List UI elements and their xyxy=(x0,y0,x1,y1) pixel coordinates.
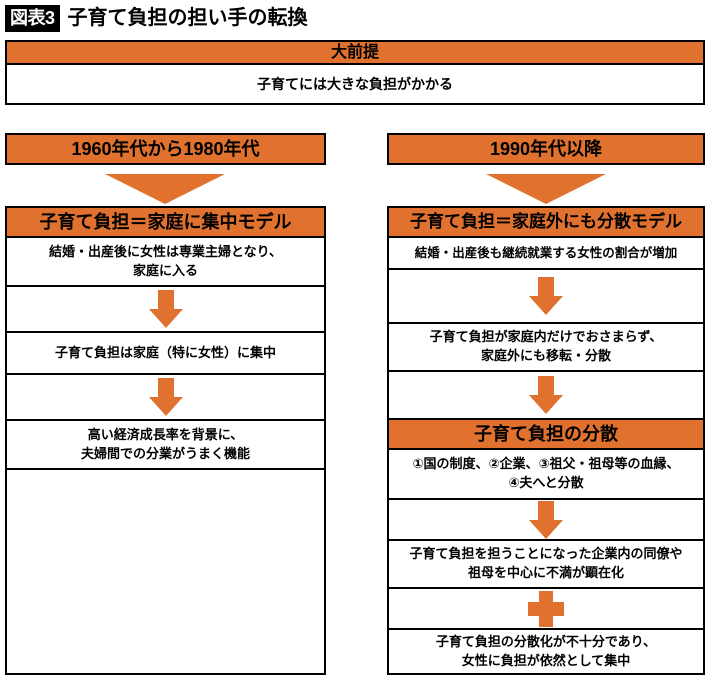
left-arrow-cell-2 xyxy=(5,375,326,421)
block-arrow-down-icon xyxy=(148,290,183,328)
block-arrow-down-icon xyxy=(148,378,183,416)
left-step-box-3: 高い経済成長率を背景に、 夫婦間での分業がうまく機能 xyxy=(5,421,326,470)
figure-title-text: 子育て負担の担い手の転換 xyxy=(67,7,308,29)
arrow-stem xyxy=(538,277,554,297)
arrow-stem xyxy=(157,378,174,398)
left-step-box-1: 結婚・出産後に女性は専業主婦となり、 家庭に入る xyxy=(5,238,326,287)
arrow-stem xyxy=(157,290,174,310)
right-plus-cell xyxy=(387,589,705,630)
left-step-label-3: 高い経済成長率を背景に、 夫婦間での分業がうまく機能 xyxy=(80,426,250,461)
premise-header-label: 大前提 xyxy=(330,43,379,61)
right-step-box-1: 結婚・出産後も継続就業する女性の割合が増加 xyxy=(387,238,705,270)
right-model-header-label: 子育て負担＝家庭外にも分散モデル xyxy=(410,212,682,232)
left-step-label-1: 結婚・出産後に女性は専業主婦となり、 家庭に入る xyxy=(48,243,283,278)
left-era-header-box: 1960年代から1980年代 xyxy=(5,133,326,165)
premise-body-box: 子育てには大きな負担がかかる xyxy=(5,65,705,105)
left-step-label-2: 子育て負担は家庭（特に女性）に集中 xyxy=(54,344,276,360)
right-model-header-box: 子育て負担＝家庭外にも分散モデル xyxy=(387,206,705,238)
triangle-down-icon xyxy=(486,174,606,204)
right-era-header-label: 1990年代以降 xyxy=(489,138,603,159)
right-step-label-1: 結婚・出産後も継続就業する女性の割合が増加 xyxy=(414,245,678,260)
arrow-stem xyxy=(538,376,554,396)
premise-header-box: 大前提 xyxy=(5,40,705,65)
right-dispersion-body-box: ①国の制度、②企業、③祖父・祖母等の血縁、 ④夫へと分散 xyxy=(387,450,705,500)
block-arrow-down-icon xyxy=(529,277,563,315)
left-model-header-box: 子育て負担＝家庭に集中モデル xyxy=(5,206,326,238)
arrow-stem xyxy=(538,500,554,521)
premise-body-label: 子育てには大きな負担がかかる xyxy=(257,75,453,92)
arrow-head xyxy=(529,296,563,315)
arrow-head xyxy=(148,309,183,328)
right-arrow-cell-1 xyxy=(387,270,705,324)
arrow-head xyxy=(529,395,563,414)
triangle-down-icon xyxy=(105,174,225,204)
left-step-box-2: 子育て負担は家庭（特に女性）に集中 xyxy=(5,333,326,375)
plus-vertical-bar xyxy=(539,590,553,627)
right-step-label-2: 子育て負担が家庭内だけでおさまらず、 家庭外にも移転・分散 xyxy=(429,329,663,363)
plus-icon xyxy=(528,590,564,627)
right-consequence-label-2: 子育て負担の分散化が不十分であり、 女性に負担が依然として集中 xyxy=(435,633,657,668)
page-title: 図表3 子育て負担の担い手の転換 xyxy=(5,3,705,33)
right-arrow-cell-2 xyxy=(387,372,705,420)
right-era-header-box: 1990年代以降 xyxy=(387,133,705,165)
block-arrow-down-icon xyxy=(529,376,563,414)
left-trailing-empty-box xyxy=(5,470,326,675)
right-dispersion-header-label: 子育て負担の分散 xyxy=(474,423,618,444)
right-arrow-cell-3 xyxy=(387,500,705,541)
right-consequence-label-1: 子育て負担を担うことになった企業内の同僚や 祖母を中心に不満が顕在化 xyxy=(409,546,683,580)
block-arrow-down-icon xyxy=(529,500,563,539)
right-consequence-box-2: 子育て負担の分散化が不十分であり、 女性に負担が依然として集中 xyxy=(387,630,705,675)
left-model-header-label: 子育て負担＝家庭に集中モデル xyxy=(39,211,292,232)
left-era-header-label: 1960年代から1980年代 xyxy=(71,138,260,159)
left-arrow-cell-1 xyxy=(5,287,326,333)
right-step-box-2: 子育て負担が家庭内だけでおさまらず、 家庭外にも移転・分散 xyxy=(387,324,705,372)
right-dispersion-header-box: 子育て負担の分散 xyxy=(387,420,705,450)
right-dispersion-body-label: ①国の制度、②企業、③祖父・祖母等の血縁、 ④夫へと分散 xyxy=(412,456,680,490)
right-consequence-box-1: 子育て負担を担うことになった企業内の同僚や 祖母を中心に不満が顕在化 xyxy=(387,541,705,589)
arrow-head xyxy=(529,519,563,539)
arrow-head xyxy=(148,397,183,416)
figure-number-badge: 図表3 xyxy=(5,4,60,32)
